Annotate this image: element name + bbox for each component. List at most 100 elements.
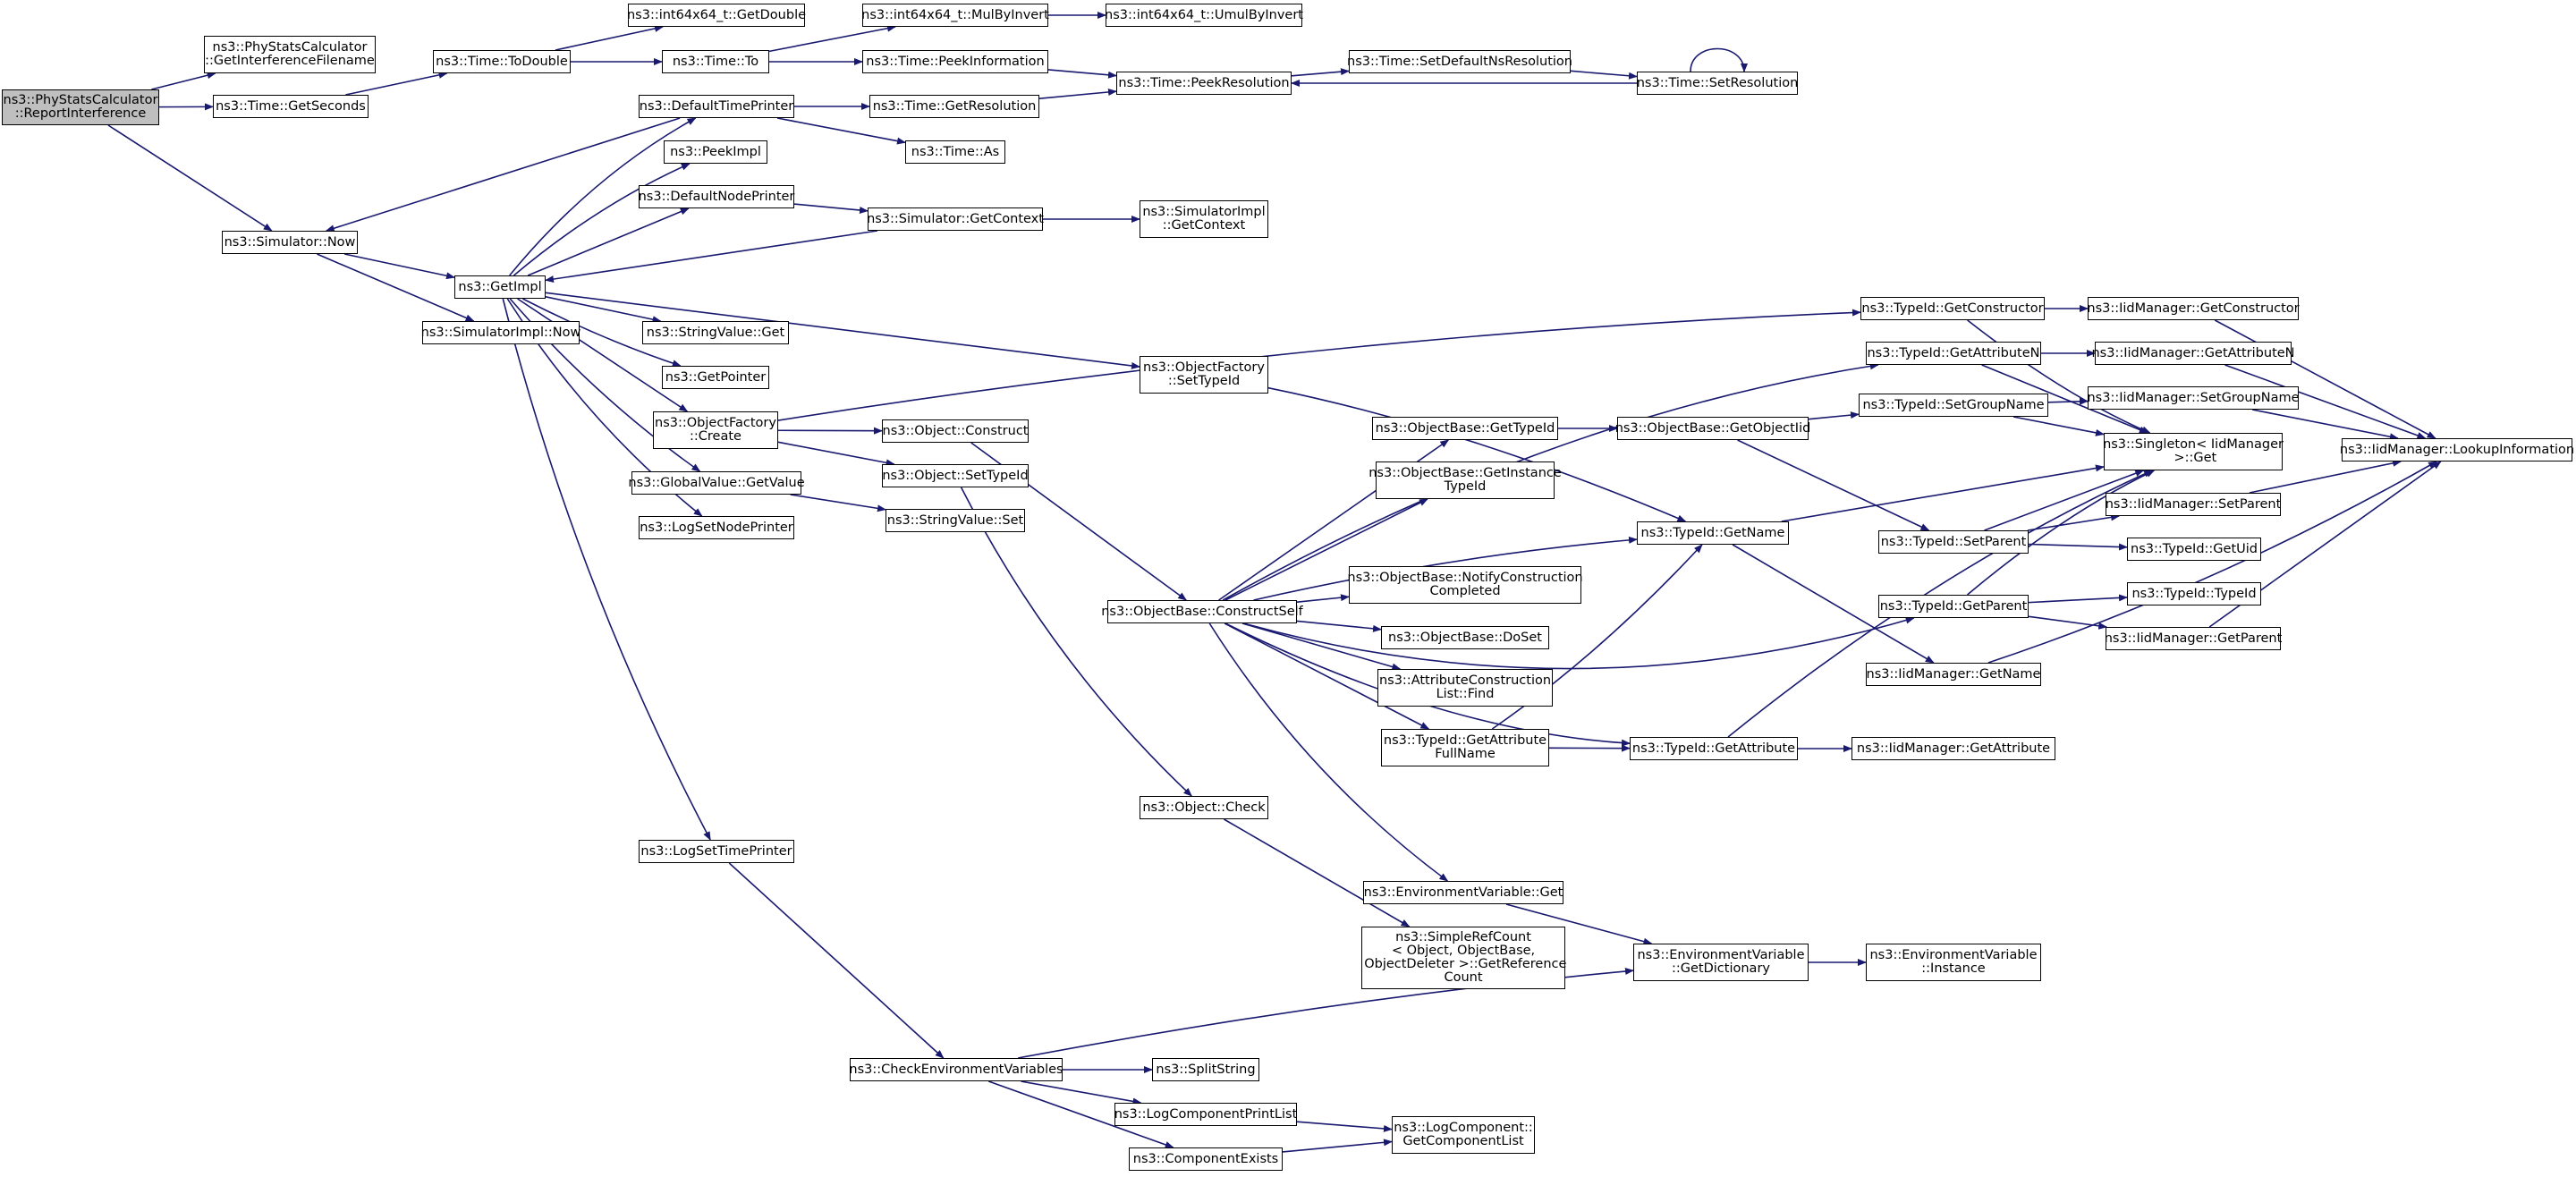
edge-componentexists-to-logcomponent_getlist	[1282, 1139, 1393, 1153]
node-objectfactory-settypeid[interactable]: ns3::ObjectFactory ::SetTypeId	[1140, 356, 1268, 394]
edge-defaulttimeprinter-to-sim_now	[325, 117, 681, 233]
node-simulator-getcontext[interactable]: ns3::Simulator::GetContext	[867, 207, 1044, 231]
node-globalvalue-getvalue[interactable]: ns3::GlobalValue::GetValue	[628, 471, 805, 495]
node-typeid-getname[interactable]: ns3::TypeId::GetName	[1637, 521, 1789, 545]
node-time-getresolution[interactable]: ns3::Time::GetResolution	[869, 95, 1039, 118]
edge-envvar_get-to-envvar_getdict	[1505, 903, 1653, 945]
node-objectbase-doset[interactable]: ns3::ObjectBase::DoSet	[1381, 626, 1549, 649]
node-logsetnodeprinter[interactable]: ns3::LogSetNodePrinter	[639, 516, 794, 539]
node-defaulttimeprinter[interactable]: ns3::DefaultTimePrinter	[639, 95, 794, 118]
node-time-getseconds[interactable]: ns3::Time::GetSeconds	[213, 95, 369, 118]
node-iidmanager-setgroupname[interactable]: ns3::IidManager::SetGroupName	[2087, 386, 2300, 410]
node-environmentvariable-get[interactable]: ns3::EnvironmentVariable::Get	[1363, 881, 1563, 904]
edge-getimpl-to-stringvalue_get	[545, 296, 662, 324]
edge-iid_setparent-to-iid_lookup	[2249, 459, 2402, 494]
node-componentexists[interactable]: ns3::ComponentExists	[1129, 1147, 1283, 1171]
node-int64x64-getdouble[interactable]: ns3::int64x64_t::GetDouble	[627, 4, 806, 27]
node-typeid-getattribute[interactable]: ns3::TypeId::GetAttribute	[1630, 737, 1798, 760]
edge-ob_constructself-to-tid_getattributen	[1222, 362, 1879, 601]
edge-getresolution-to-peekres	[1038, 88, 1117, 99]
node-getimpl[interactable]: ns3::GetImpl	[454, 275, 546, 299]
node-iidmanager-getname[interactable]: ns3::IidManager::GetName	[1866, 663, 2041, 686]
edge-iid_getattributen-to-iid_lookup	[2224, 364, 2427, 439]
node-simulator-now[interactable]: ns3::Simulator::Now	[222, 231, 358, 254]
edge-ob_constructself-to-ob_gettypeid	[1218, 439, 1450, 601]
edge-sim_now-to-simimpl_now	[317, 253, 475, 322]
node-peekimpl[interactable]: ns3::PeekImpl	[664, 140, 767, 164]
edge-tid_setparent-to-tid_getuid	[2028, 543, 2128, 551]
edge-logcomponentprintlist-to-logcomponent_getlist	[1296, 1121, 1393, 1132]
edge-getimpl-to-of_create	[517, 298, 689, 412]
node-singleton-iidmanager-get[interactable]: ns3::Singleton< IidManager >::Get	[2103, 433, 2284, 470]
node-objectfactory-create[interactable]: ns3::ObjectFactory ::Create	[653, 411, 778, 449]
node-iidmanager-getconstructor[interactable]: ns3::IidManager::GetConstructor	[2087, 297, 2300, 320]
node-iidmanager-setparent[interactable]: ns3::IidManager::SetParent	[2106, 493, 2281, 516]
node-typeid-typeid[interactable]: ns3::TypeId::TypeId	[2127, 582, 2261, 605]
node-simulatorimpl-getcontext[interactable]: ns3::SimulatorImpl ::GetContext	[1140, 200, 1268, 238]
node-time-todouble[interactable]: ns3::Time::ToDouble	[433, 50, 571, 73]
node-int64x64-umulbyinvert[interactable]: ns3::int64x64_t::UmulByInvert	[1105, 4, 1303, 27]
node-typeid-setgroupname[interactable]: ns3::TypeId::SetGroupName	[1859, 394, 2048, 417]
node-iidmanager-getattribute[interactable]: ns3::IidManager::GetAttribute	[1852, 737, 2055, 760]
edge-sim_getcontext-to-getimpl	[545, 230, 878, 284]
edge-getimpl-to-defaulttimeprinter	[509, 117, 697, 276]
node-objectbase-gettypeid[interactable]: ns3::ObjectBase::GetTypeId	[1372, 417, 1558, 440]
node-time-peekinformation[interactable]: ns3::Time::PeekInformation	[862, 50, 1048, 73]
node-time-peekresolution[interactable]: ns3::Time::PeekResolution	[1116, 72, 1292, 95]
node-simplerefcount-getreferencecount[interactable]: ns3::SimpleRefCount < Object, ObjectBase…	[1361, 927, 1566, 989]
edge-ob_constructself-to-tid_getattrfullname	[1224, 622, 1430, 730]
node-checkenvironmentvariables[interactable]: ns3::CheckEnvironmentVariables	[849, 1058, 1063, 1081]
node-getpointer[interactable]: ns3::GetPointer	[662, 366, 769, 389]
node-time-to[interactable]: ns3::Time::To	[662, 50, 769, 73]
node-object-check[interactable]: ns3::Object::Check	[1140, 796, 1268, 819]
node-time-setdefaultnsresolution[interactable]: ns3::Time::SetDefaultNsResolution	[1347, 50, 1572, 73]
node-typeid-getuid[interactable]: ns3::TypeId::GetUid	[2127, 538, 2261, 561]
node-iidmanager-getattributen[interactable]: ns3::IidManager::GetAttributeN	[2091, 342, 2295, 365]
node-logcomponent-getcomponentlist[interactable]: ns3::LogComponent:: GetComponentList	[1392, 1116, 1535, 1154]
node-physcalc-getinterferencefilename[interactable]: ns3::PhyStatsCalculator ::GetInterferenc…	[204, 36, 376, 73]
node-environmentvariable-getdictionary[interactable]: ns3::EnvironmentVariable ::GetDictionary	[1633, 944, 1809, 981]
node-attributeconstructionlist-find[interactable]: ns3::AttributeConstruction List::Find	[1377, 669, 1553, 707]
edge-tid_setgroupname-to-singleton_get	[2012, 416, 2105, 436]
node-typeid-getparent[interactable]: ns3::TypeId::GetParent	[1878, 595, 2029, 618]
node-objectbase-getinstancetypeid[interactable]: ns3::ObjectBase::GetInstance TypeId	[1368, 461, 1562, 499]
edge-tid_getparent-to-tid_typeid	[2028, 594, 2128, 604]
node-typeid-getconstructor[interactable]: ns3::TypeId::GetConstructor	[1860, 297, 2045, 320]
edge-peekinfo-to-peekres	[1047, 69, 1117, 79]
edge-sim_now-to-getimpl	[343, 253, 455, 280]
edge-setdefaultns-to-setres	[1570, 70, 1638, 80]
edge-getimpl-to-logsettimeprinter	[502, 298, 711, 841]
edge-getimpl-to-peekimpl	[513, 163, 691, 276]
node-objectbase-notifyconstructioncompleted[interactable]: ns3::ObjectBase::NotifyConstruction Comp…	[1347, 566, 1583, 604]
node-stringvalue-get[interactable]: ns3::StringValue::Get	[642, 321, 789, 344]
node-simulatorimpl-now[interactable]: ns3::SimulatorImpl::Now	[421, 321, 580, 344]
node-environmentvariable-instance[interactable]: ns3::EnvironmentVariable ::Instance	[1866, 944, 2041, 981]
node-time-as[interactable]: ns3::Time::As	[905, 140, 1005, 164]
edge-obj_check-to-simplerefcount	[1224, 818, 1411, 927]
node-objectbase-getobjectiid[interactable]: ns3::ObjectBase::GetObjectIid	[1615, 417, 1810, 440]
node-object-construct[interactable]: ns3::Object::Construct	[882, 419, 1029, 443]
node-stringvalue-set[interactable]: ns3::StringValue::Set	[886, 509, 1025, 532]
edge-iid_setgroupname-to-iid_lookup	[2251, 409, 2399, 441]
edge-ob_constructself-to-tid_getparent	[1243, 616, 1915, 670]
node-int64x64-mulbyinvert[interactable]: ns3::int64x64_t::MulByInvert	[861, 4, 1049, 27]
node-typeid-getattributen[interactable]: ns3::TypeId::GetAttributeN	[1866, 342, 2041, 365]
node-iidmanager-lookupinformation[interactable]: ns3::IidManager::LookupInformation	[2340, 438, 2574, 461]
node-splitstring[interactable]: ns3::SplitString	[1152, 1058, 1259, 1081]
node-time-setresolution[interactable]: ns3::Time::SetResolution	[1637, 72, 1798, 95]
node-objectbase-constructself[interactable]: ns3::ObjectBase::ConstructSelf	[1101, 600, 1303, 623]
node-typeid-getattributefullname[interactable]: ns3::TypeId::GetAttribute FullName	[1381, 729, 1549, 766]
edge-peekres-to-setdefaultns	[1291, 68, 1350, 77]
edge-ob_getobjectiid-to-tid_setparent	[1737, 439, 1930, 531]
node-logsettimeprinter[interactable]: ns3::LogSetTimePrinter	[639, 840, 794, 863]
node-object-settypeid[interactable]: ns3::Object::SetTypeId	[882, 464, 1029, 487]
edge-tid_getattribute-to-singleton_get	[1727, 470, 2153, 738]
edge-of_create-to-tid_getconstructor	[777, 309, 1861, 421]
edge-iid_getparent-to-iid_lookup	[2208, 461, 2442, 628]
node-iidmanager-getparent[interactable]: ns3::IidManager::GetParent	[2105, 627, 2282, 650]
edge-checkenvvars-to-logcomponentprintlist	[1021, 1080, 1142, 1105]
edge-of_create-to-obj_settypeid	[777, 441, 895, 467]
node-defaultnodeprinter[interactable]: ns3::DefaultNodePrinter	[639, 185, 794, 208]
node-logcomponentprintlist[interactable]: ns3::LogComponentPrintList	[1114, 1103, 1297, 1126]
node-typeid-setparent[interactable]: ns3::TypeId::SetParent	[1878, 530, 2029, 554]
